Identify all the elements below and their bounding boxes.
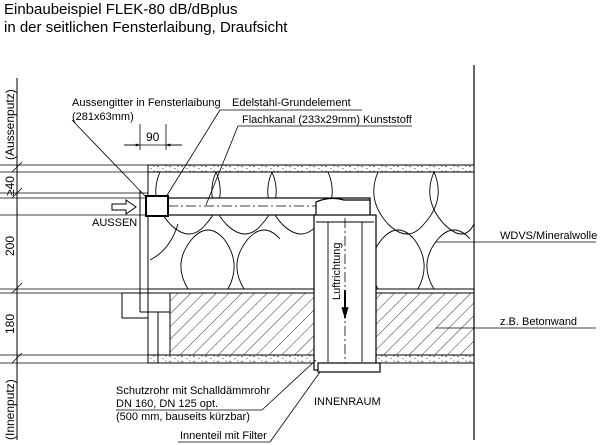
innenputz-layer: [147, 354, 475, 364]
schutzrohr-dn: DN 160, DN 125 opt.: [116, 398, 218, 410]
leader-aussengitter: [71, 119, 148, 199]
innenputz-label: (Innenputz): [3, 379, 17, 440]
leader-edelstahl: [165, 109, 221, 198]
aussenputz-layer: [147, 164, 475, 173]
leader-schutzrohr: [261, 359, 317, 411]
edelstahl-label: Edelstahl-Grundelement: [232, 97, 351, 109]
title-line-2: in der seitlichen Fensterlaibung, Draufs…: [4, 19, 288, 36]
aussengitter: [145, 195, 169, 217]
title-line-1: Einbaubeispiel FLEK-80 dB/dBplus: [4, 1, 238, 18]
aussengitter-label: Aussengitter in Fensterlaibung: [72, 97, 221, 109]
betonwand-label: z.B. Betonwand: [500, 316, 577, 328]
aussen-arrow: [111, 199, 137, 215]
schutzrohr-label: Schutzrohr mit Schalldämmrohr: [116, 385, 270, 397]
aussengitter-size: (281x63mm): [72, 111, 134, 123]
innenraum-label: INNENRAUM: [314, 396, 381, 408]
leader-flachkanal: [205, 125, 239, 206]
dimension-180: 180: [3, 314, 17, 334]
aussen-label: AUSSEN: [92, 217, 137, 229]
flachkanal-label: Flachkanal (233x29mm) Kunststoff: [242, 114, 413, 126]
dimension-90: 90: [146, 130, 160, 144]
dimension-200: 200: [3, 236, 17, 256]
dimension-40: ≥40: [3, 176, 17, 196]
innenteil: [317, 362, 381, 373]
innenteil-label: Innenteil mit Filter: [180, 430, 267, 442]
edelstahl-grundelement: [315, 197, 371, 215]
schutzrohr-length: (500 mm, bauseits kürzbar): [116, 411, 250, 423]
luftrichtung-label: Luftrichtung: [331, 243, 343, 300]
leader-innenteil: [269, 371, 321, 443]
wdvs-label: WDVS/Mineralwolle: [500, 230, 597, 242]
aussenputz-label: (Aussenputz): [3, 89, 17, 160]
